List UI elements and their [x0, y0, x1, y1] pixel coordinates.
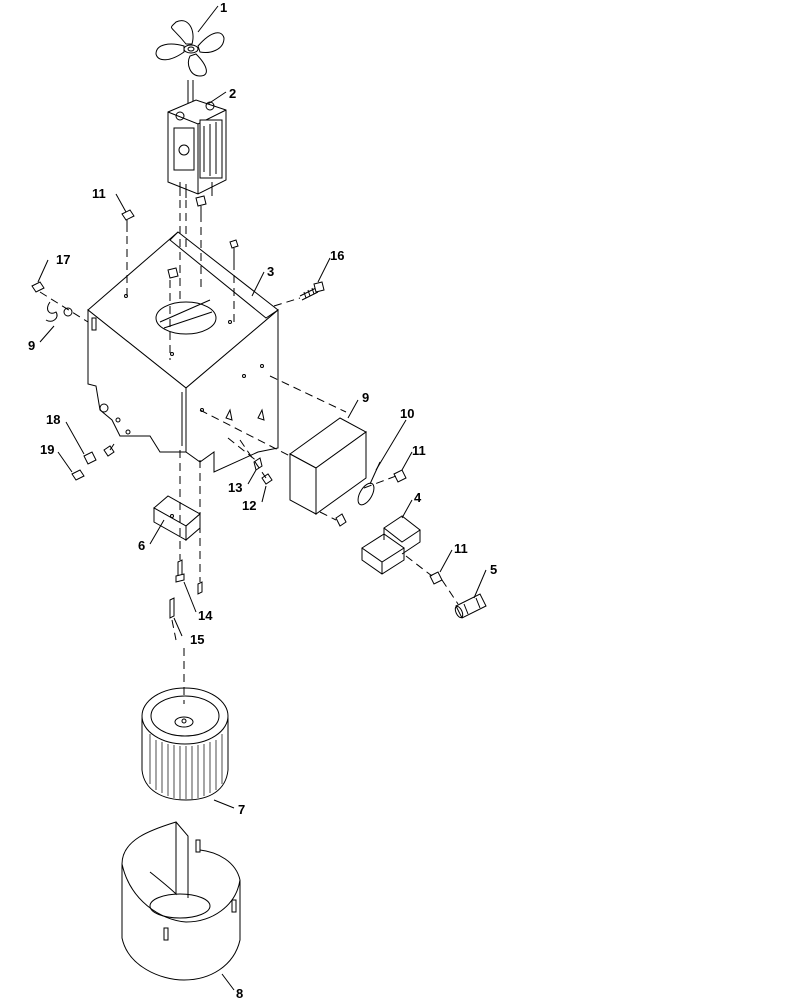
part-capacitor: [289, 417, 367, 515]
callout-14: 14: [198, 608, 213, 623]
callout-labels: 1 2 3 4 5 6 7 8 9 9 10 11 11 11 12 13 14…: [28, 0, 497, 1000]
callout-12: 12: [242, 498, 256, 513]
callout-8: 8: [236, 986, 243, 1000]
callout-2: 2: [229, 86, 236, 101]
callout-6: 6: [138, 538, 145, 553]
callout-10: 10: [400, 406, 414, 421]
callout-1: 1: [220, 0, 227, 15]
callout-11-top: 11: [92, 186, 106, 201]
part-fuse: [454, 593, 487, 619]
assembly-centerlines: [39, 200, 459, 704]
callout-9-capacitor: 9: [362, 390, 369, 405]
part-clip: [361, 515, 421, 575]
callout-15: 15: [190, 632, 204, 647]
callout-17: 17: [56, 252, 70, 267]
callout-7: 7: [238, 802, 245, 817]
part-housing: [87, 231, 279, 473]
part-fan-blade: [155, 20, 225, 77]
callout-18: 18: [46, 412, 60, 427]
part-scroll-housing: [121, 821, 241, 981]
callout-9-left: 9: [28, 338, 35, 353]
callout-4: 4: [414, 490, 422, 505]
part-motor: [167, 80, 227, 198]
part-bracket: [153, 495, 201, 542]
callout-19: 19: [40, 442, 54, 457]
callout-13: 13: [228, 480, 242, 495]
part-blower-wheel: [141, 687, 229, 801]
callout-11-lower: 11: [454, 541, 468, 556]
callout-16: 16: [330, 248, 344, 263]
callout-3: 3: [267, 264, 274, 279]
callout-11-right: 11: [412, 443, 426, 458]
callout-leaders: [37, 5, 487, 991]
callout-5: 5: [490, 562, 497, 577]
